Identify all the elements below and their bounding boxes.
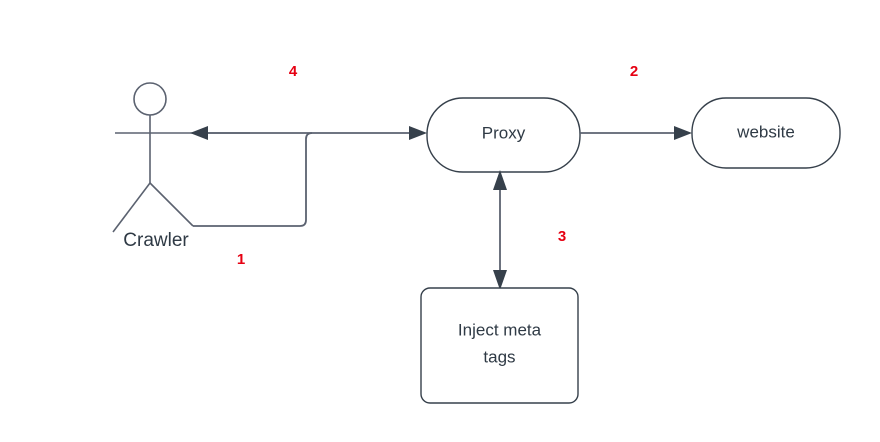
inject-box-shape	[420, 287, 579, 404]
step3-arrowhead-down-icon	[493, 270, 507, 290]
inject-label-line2: tags	[483, 347, 515, 366]
node-proxy[interactable]: Proxy	[426, 97, 581, 173]
crawler-actor[interactable]: Crawler	[112, 82, 250, 251]
step-label-4: 4	[289, 63, 298, 80]
edge-crawler-to-proxy[interactable]	[193, 126, 427, 227]
edge-proxy-inject-bidirectional[interactable]	[493, 170, 507, 290]
node-website[interactable]: website	[691, 97, 841, 169]
step3-arrowhead-up-icon	[493, 170, 507, 190]
step1-path	[193, 132, 412, 227]
step-label-3: 3	[558, 228, 566, 245]
edge-proxy-to-website[interactable]	[580, 126, 692, 140]
proxy-label: Proxy	[482, 123, 526, 142]
website-box-shape	[691, 97, 841, 169]
step2-arrowhead-icon	[674, 126, 692, 140]
crawler-right-leg-line	[149, 182, 194, 227]
crawler-head-icon	[133, 82, 167, 116]
step1-arrowhead-icon	[409, 126, 427, 140]
crawler-label: Crawler	[123, 230, 189, 251]
node-inject-meta-tags[interactable]: Inject meta tags	[420, 287, 579, 404]
crawler-left-leg-line	[112, 182, 151, 233]
inject-label-line1: Inject meta	[458, 320, 542, 339]
proxy-box-shape	[426, 97, 581, 173]
step-label-2: 2	[630, 63, 638, 80]
edge-proxy-to-crawler[interactable]	[190, 126, 312, 140]
step4-arrowhead-icon	[190, 126, 208, 140]
website-label: website	[736, 122, 795, 141]
step-label-1: 1	[237, 251, 245, 268]
